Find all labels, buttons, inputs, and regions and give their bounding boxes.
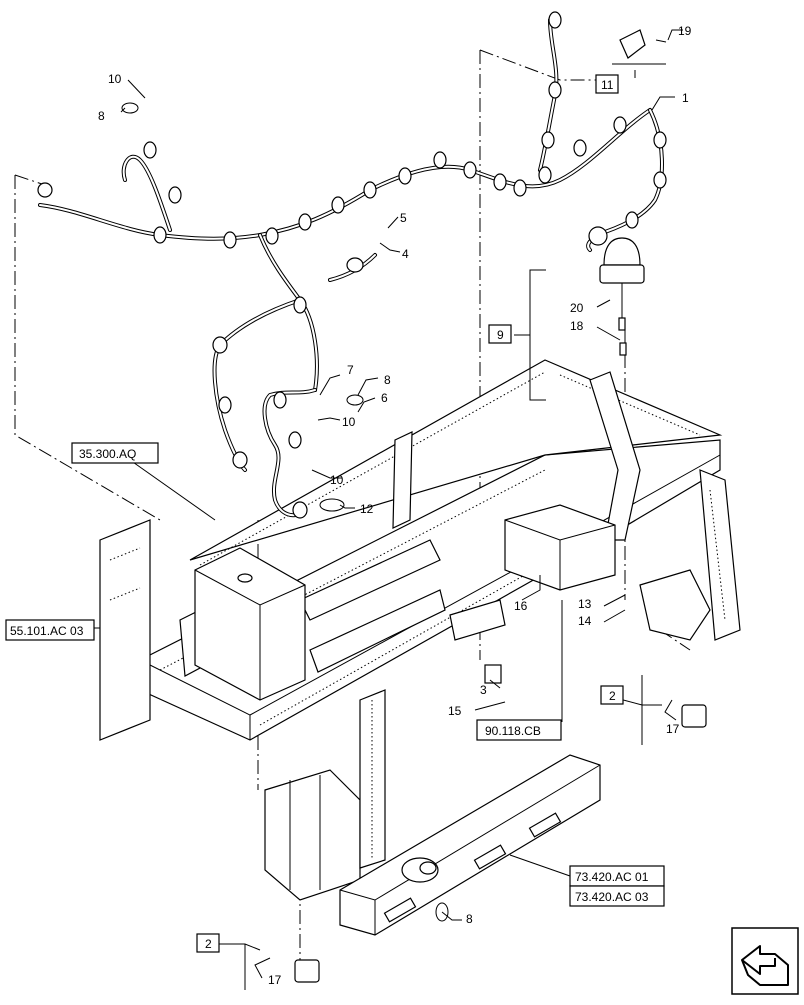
work-light (681, 704, 707, 728)
callout-labels: 1 17 3 4 5 6 7 8 8 8 10 10 10 12 13 14 1… (98, 24, 692, 987)
callout-15: 15 (448, 704, 462, 718)
callout-12: 12 (360, 502, 374, 516)
callout-8-bottom: 8 (466, 912, 473, 926)
ref-box-55-101-ac-03-label: 55.101.AC 03 (10, 624, 84, 638)
callout-10-mid: 10 (342, 415, 356, 429)
group-box-2-right (600, 685, 624, 705)
callout-17: 17 (666, 722, 680, 736)
callout-17-bottom: 17 (268, 973, 282, 987)
beacon-light (603, 237, 641, 266)
ref-box-55-101-ac-03[interactable] (5, 619, 95, 641)
group-box-11 (595, 74, 619, 94)
ref-box-73-420-ac-03[interactable] (569, 885, 665, 907)
callout-20: 20 (570, 301, 584, 315)
group-box-9 (488, 324, 512, 344)
callout-1: 1 (682, 91, 689, 105)
callout-10-low: 10 (330, 473, 344, 487)
callout-19: 19 (678, 24, 692, 38)
ref-box-90-118-cb-label: 90.118.CB (485, 724, 541, 738)
group-box-9-label: 9 (497, 328, 504, 342)
ref-box-73-420-ac-01-label: 73.420.AC 01 (575, 870, 649, 884)
machine-frame (99, 359, 741, 936)
callout-7: 7 (347, 363, 354, 377)
callout-14: 14 (578, 614, 592, 628)
ref-box-73-420-ac-03-label: 73.420.AC 03 (575, 890, 649, 904)
ref-box-90-118-cb[interactable] (476, 719, 562, 741)
callout-6: 6 (381, 391, 388, 405)
work-light (294, 959, 320, 983)
callout-18: 18 (570, 319, 584, 333)
group-box-2-right-label: 2 (609, 689, 616, 703)
callout-16: 16 (514, 599, 528, 613)
callout-8-top: 8 (98, 109, 105, 123)
ref-box-35-300-aq[interactable] (71, 442, 159, 464)
callout-4: 4 (402, 247, 409, 261)
group-boxes: 11 9 2 2 (196, 74, 624, 953)
callout-10-top: 10 (108, 72, 122, 86)
ref-box-35-300-aq-label: 35.300.AQ (79, 447, 136, 461)
group-box-11-label: 11 (601, 78, 614, 92)
wiring-harness (37, 11, 667, 519)
callout-5: 5 (400, 211, 407, 225)
callout-13: 13 (578, 597, 592, 611)
reference-boxes: 35.300.AQ 55.101.AC 03 90.118.CB 73.420.… (5, 442, 665, 907)
components (121, 29, 707, 983)
group-box-2-bottom (196, 933, 220, 953)
callout-8-mid: 8 (384, 373, 391, 387)
group-box-2-bottom-label: 2 (205, 937, 212, 951)
callout-3: 3 (480, 683, 487, 697)
back-arrow-icon[interactable] (731, 927, 799, 995)
leader-lines (80, 29, 683, 990)
